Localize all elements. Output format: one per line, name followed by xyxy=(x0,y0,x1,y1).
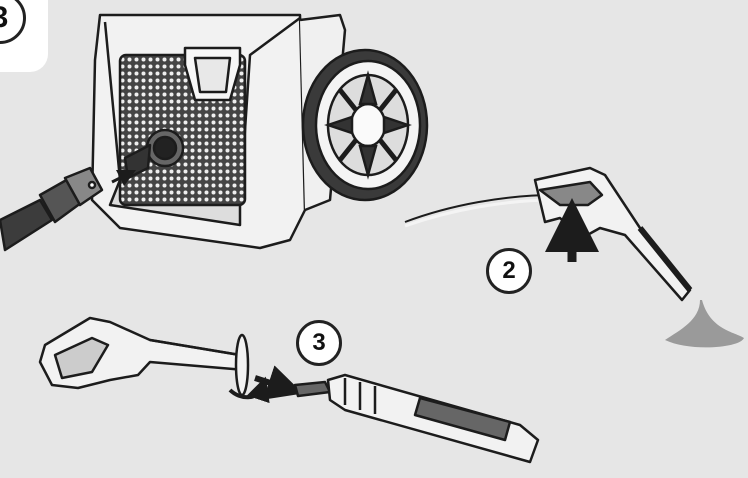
lance-icon xyxy=(293,373,540,464)
step-badge-2: 2 xyxy=(486,248,532,294)
step-number-2: 2 xyxy=(502,257,516,284)
spray-gun-icon-2 xyxy=(38,316,250,397)
spray-gun-icon xyxy=(533,166,693,302)
arrow-icon xyxy=(254,365,304,400)
step-number-1: 3 xyxy=(0,1,8,35)
step-tab: 3 xyxy=(0,0,48,72)
hose-icon xyxy=(0,166,104,252)
step-number-3: 3 xyxy=(312,329,326,356)
water-puddle-icon xyxy=(665,300,744,348)
arrow-icon xyxy=(111,169,137,187)
rotate-arrow-icon xyxy=(228,376,270,404)
wheel-icon xyxy=(301,48,429,202)
hose-line-icon-inner xyxy=(404,198,556,228)
step-badge-3: 3 xyxy=(296,320,342,366)
